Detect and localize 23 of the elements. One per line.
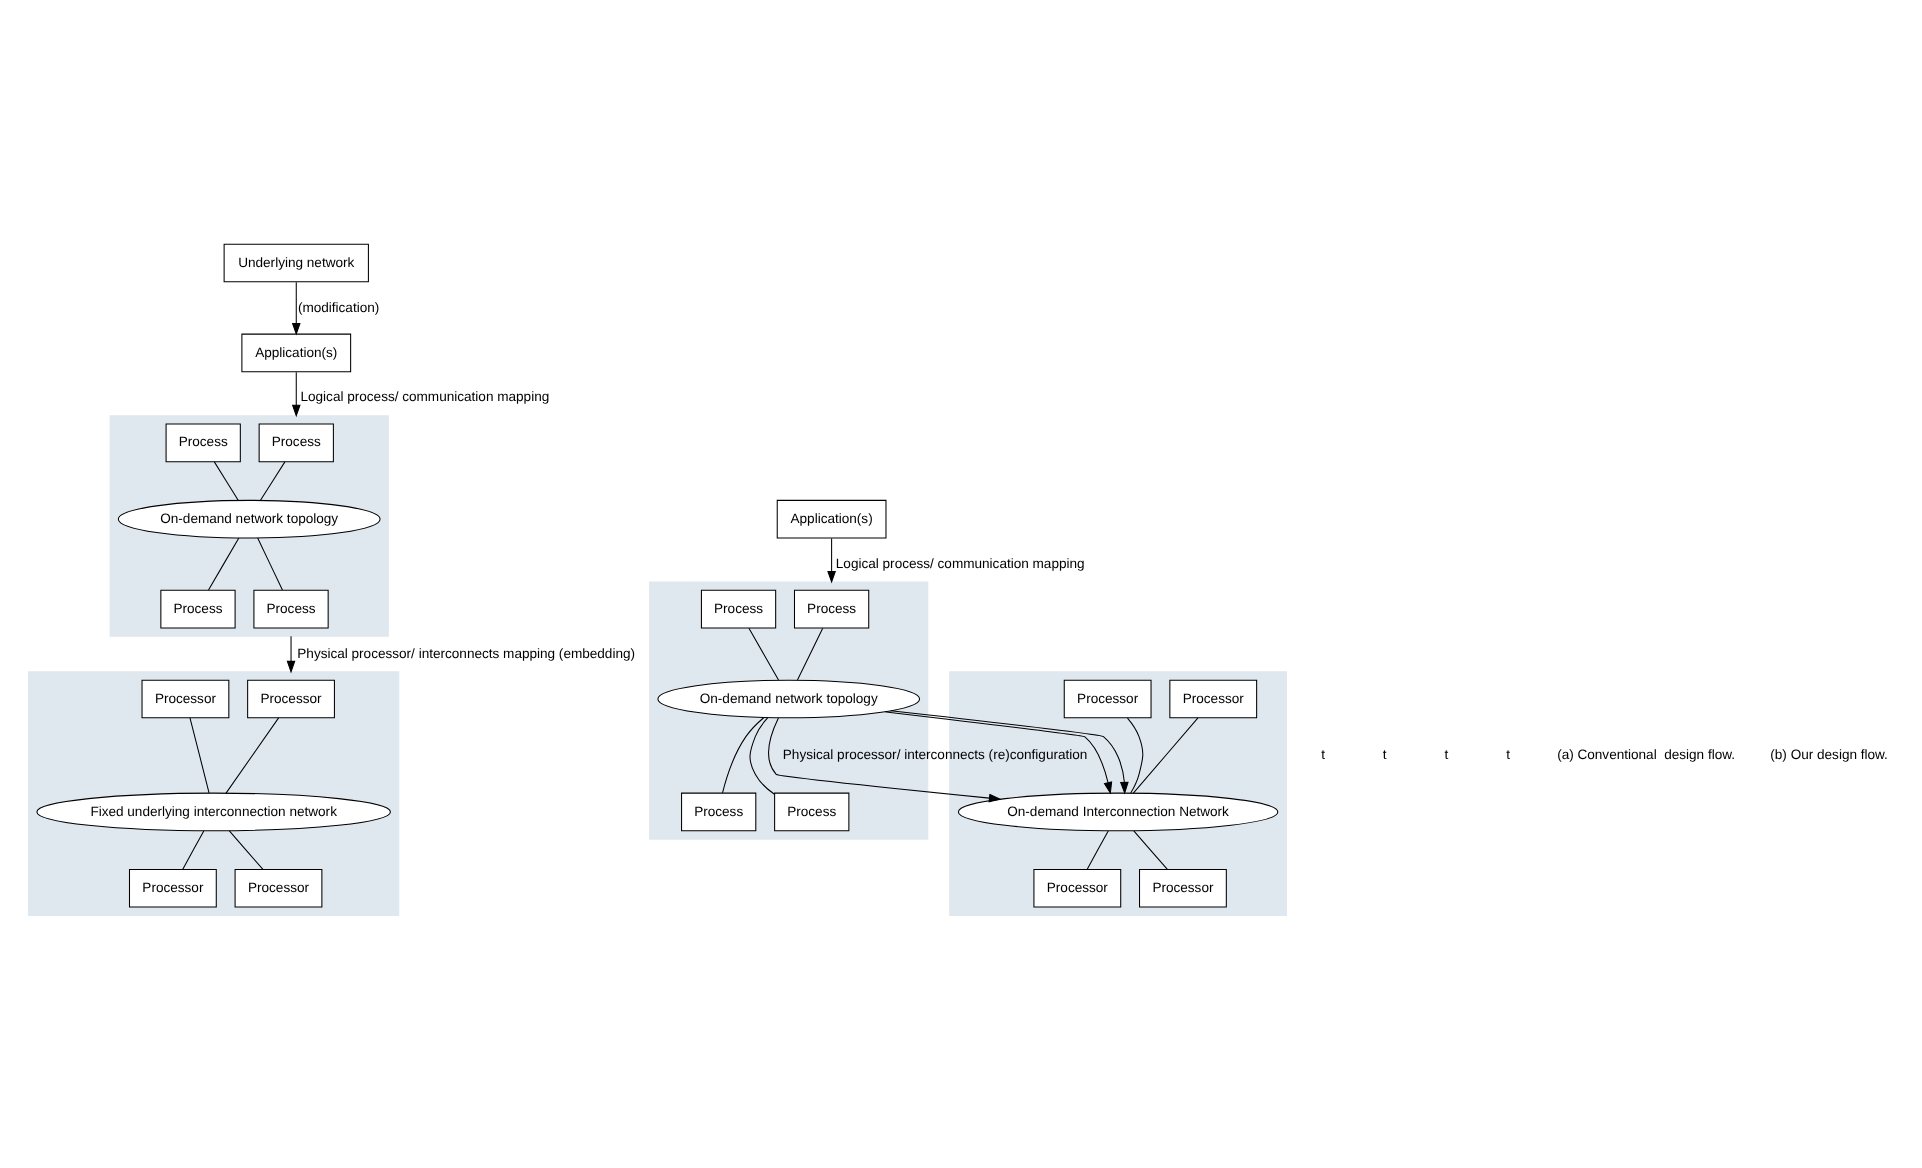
arrow (827, 537, 836, 584)
connector (225, 717, 280, 794)
connector (1132, 717, 1199, 794)
connector (228, 830, 264, 870)
connector (1133, 830, 1168, 870)
cluster (109, 415, 389, 637)
connector (208, 537, 240, 591)
connector (749, 717, 775, 795)
connector (1086, 830, 1109, 870)
connector (182, 830, 205, 870)
connector (257, 537, 283, 591)
connector (213, 461, 239, 501)
cluster (28, 671, 400, 916)
arrow (291, 371, 301, 418)
arrow (291, 281, 301, 336)
connector (1126, 717, 1144, 794)
connector (748, 627, 780, 681)
connector (189, 717, 210, 794)
arrow (768, 717, 1002, 803)
connector (259, 461, 286, 501)
connector (796, 627, 824, 681)
connector (722, 717, 765, 794)
arrow (286, 635, 296, 674)
